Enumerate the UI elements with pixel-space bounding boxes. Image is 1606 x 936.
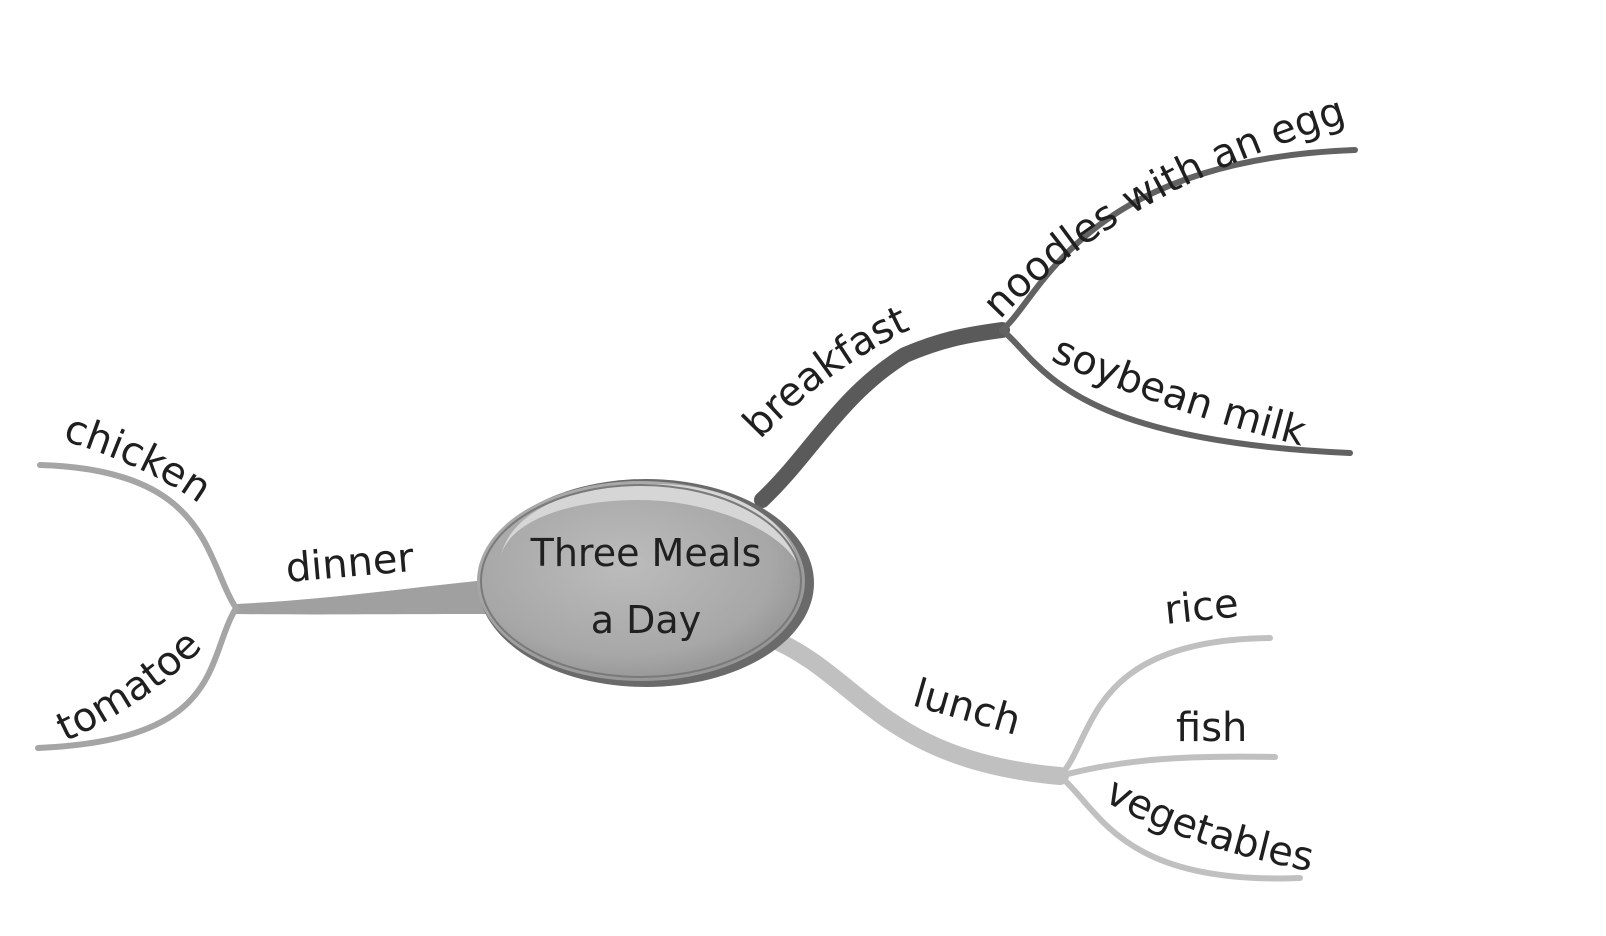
central-topic-line-2: a Day <box>591 598 701 642</box>
soybean-milk-label: soybean milk <box>1046 327 1311 456</box>
breakfast-branch <box>754 147 1358 508</box>
fish-label: fish <box>1176 705 1247 751</box>
vegetables-label: vegetables <box>1098 768 1318 881</box>
dinner-label: dinner <box>284 535 416 592</box>
lunch-branch <box>761 629 1303 882</box>
dinner-branch <box>35 462 486 751</box>
rice-label: rice <box>1162 580 1241 634</box>
central-topic: Three Meals a Day <box>477 479 814 687</box>
chicken-label: chicken <box>59 406 219 512</box>
noodles-label: noodles with an egg <box>974 88 1350 327</box>
central-topic-line-1: Three Meals <box>530 531 762 575</box>
tomatoes-label: tomatoes <box>0 0 210 751</box>
